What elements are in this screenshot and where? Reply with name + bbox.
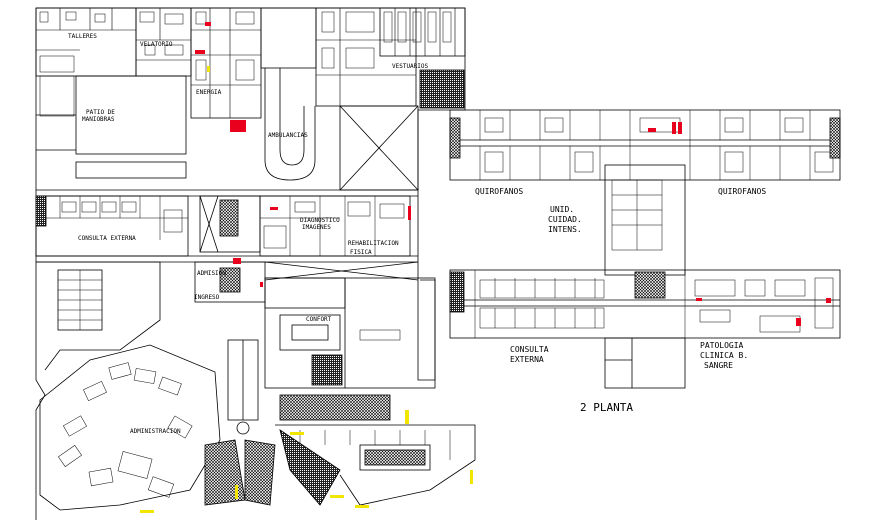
label-patologia-line3: SANGRE [704,361,733,370]
second-floor-plan [449,109,841,389]
label-consulta-line1: CONSULTA [510,345,549,354]
label-admision: ADMISION [197,270,226,277]
label-confort: CONFORT [306,316,332,323]
label-quirofanos-left: QUIROFANOS [475,187,523,196]
label-consulta-line2: EXTERNA [510,355,544,364]
label-uci-line1: UNID. [550,205,574,214]
label-uci-line2: CUIDAD. [548,215,582,224]
label-velatorio: VELATORIO [140,41,173,48]
label-ambulancias: AMBULANCIAS [268,132,308,139]
label-administracion: ADMINISTRACION [130,428,181,435]
label-vestuarios: VESTUARIOS [392,63,429,70]
label-patologia-line2: CLINICA B. [700,351,748,360]
second-floor-red-marks [648,122,831,326]
label-patio-line2: MANIOBRAS [82,116,115,123]
label-rehabilitacion-line1: REHABILITACION [348,240,399,247]
label-patio-line1: PATIO DE [86,109,115,116]
label-talleres: TALLERES [68,33,97,40]
accent-marks [140,66,473,513]
label-ingreso: INGRESO [194,294,220,301]
label-uci-line3: INTENS. [548,225,582,234]
label-diagnostico-line1: DIAGNOSTICO [300,217,340,224]
label-energia: ENERGIA [196,89,222,96]
label-rehabilitacion-line2: FISICA [350,249,372,256]
room-labels: TALLERES VELATORIO VESTUARIOS PATIO DE M… [68,33,766,435]
label-consulta-externa-left: CONSULTA EXTERNA [78,235,136,242]
label-planta: 2 PLANTA [580,401,633,414]
red-marks [195,22,411,287]
label-patologia-line1: PATOLOGIA [700,341,744,350]
ground-floor-plan [35,7,476,520]
label-quirofanos-right: QUIROFANOS [718,187,766,196]
label-diagnostico-line2: IMAGENES [302,224,331,231]
